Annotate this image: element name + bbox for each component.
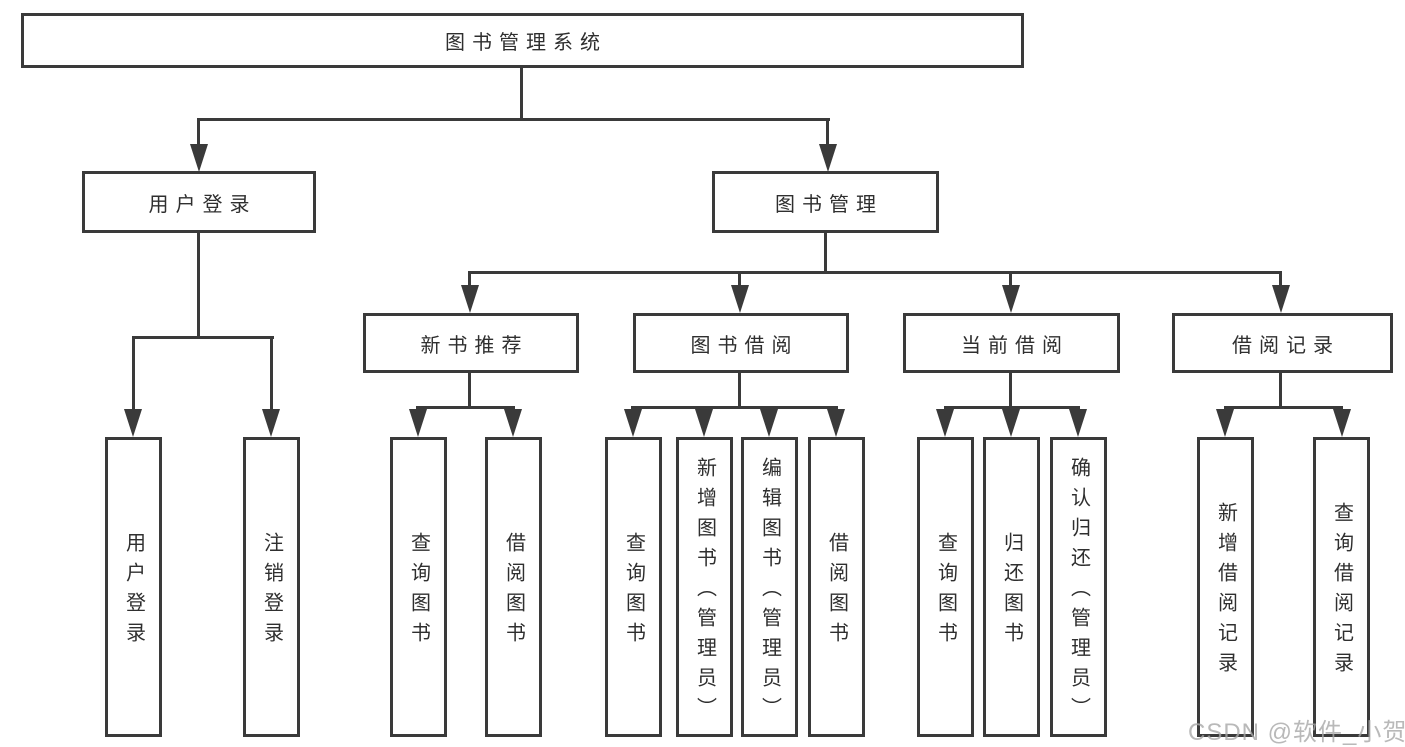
connector-line — [738, 371, 741, 409]
connector-line — [416, 406, 515, 409]
node-label: 当前借阅 — [961, 334, 1069, 357]
node-label: 图书管理系统 — [445, 32, 607, 54]
arrow-down-icon — [827, 409, 845, 437]
arrow-down-icon — [409, 409, 427, 437]
node-label: 新增借阅记录 — [1214, 502, 1237, 682]
arrow-down-icon — [695, 409, 713, 437]
node-label: 用户登录 — [148, 193, 257, 216]
node-label: 借阅图书 — [825, 532, 848, 652]
connector-line — [738, 271, 741, 287]
connector-line — [520, 66, 523, 121]
arrow-down-icon — [124, 409, 142, 437]
node-borrowing-records: 借阅记录 — [1172, 313, 1393, 373]
arrow-down-icon — [731, 285, 749, 313]
arrow-down-icon — [1002, 285, 1020, 313]
connector-line — [824, 231, 827, 274]
node-book-borrowing: 图书借阅 — [633, 313, 849, 373]
arrow-down-icon — [760, 409, 778, 437]
node-label: 图书借阅 — [690, 334, 799, 357]
node-logout: 注销登录 — [243, 437, 300, 737]
node-label: 图书管理 — [775, 193, 883, 216]
node-query-books-recommend: 查询图书 — [390, 437, 447, 737]
node-edit-books-admin: 编辑图书（管理员） — [741, 437, 798, 737]
node-label: 借阅图书 — [502, 532, 525, 652]
node-query-books-borrowing: 查询图书 — [605, 437, 662, 737]
node-confirm-return-admin: 确认归还（管理员） — [1050, 437, 1107, 737]
arrow-down-icon — [1333, 409, 1351, 437]
node-borrow-books: 借阅图书 — [808, 437, 865, 737]
node-new-book-recommendation: 新书推荐 — [363, 313, 579, 373]
arrow-down-icon — [1216, 409, 1234, 437]
arrow-down-icon — [1272, 285, 1290, 313]
node-label: 新增图书（管理员） — [693, 457, 716, 727]
connector-line — [1009, 271, 1012, 287]
node-label: 查询图书 — [934, 532, 957, 652]
connector-line — [132, 336, 135, 411]
node-label: 用户登录 — [122, 532, 145, 652]
arrow-down-icon — [1002, 409, 1020, 437]
node-label: 注销登录 — [260, 532, 283, 652]
connector-line — [631, 406, 838, 409]
node-book-management: 图书管理 — [712, 171, 939, 233]
connector-line — [1224, 406, 1343, 409]
node-return-books: 归还图书 — [983, 437, 1040, 737]
node-label: 查询图书 — [622, 532, 645, 652]
connector-line — [468, 271, 471, 287]
node-label: 查询借阅记录 — [1330, 502, 1353, 682]
node-borrow-books-recommend: 借阅图书 — [485, 437, 542, 737]
arrow-down-icon — [461, 285, 479, 313]
node-user-login: 用户登录 — [82, 171, 316, 233]
connector-line — [197, 118, 200, 146]
arrow-down-icon — [190, 144, 208, 172]
node-label: 归还图书 — [1000, 532, 1023, 652]
arrow-down-icon — [624, 409, 642, 437]
node-query-borrow-record: 查询借阅记录 — [1313, 437, 1370, 737]
connector-line — [1009, 371, 1012, 409]
connector-line — [468, 271, 1282, 274]
node-label: 新书推荐 — [420, 334, 529, 357]
connector-line — [826, 118, 829, 146]
connector-line — [270, 336, 273, 411]
connector-line — [197, 231, 200, 339]
connector-line — [1279, 371, 1282, 409]
node-query-books-current: 查询图书 — [917, 437, 974, 737]
node-label: 借阅记录 — [1232, 334, 1340, 357]
arrow-down-icon — [1069, 409, 1087, 437]
node-library-management-system: 图书管理系统 — [21, 13, 1024, 68]
node-label: 编辑图书（管理员） — [758, 457, 781, 727]
arrow-down-icon — [819, 144, 837, 172]
node-add-borrow-record: 新增借阅记录 — [1197, 437, 1254, 737]
connector-line — [944, 406, 1080, 409]
node-user-login-leaf: 用户登录 — [105, 437, 162, 737]
csdn-watermark: CSDN @软件_小贺同学 — [1188, 719, 1405, 746]
node-label: 确认归还（管理员） — [1067, 457, 1090, 727]
arrow-down-icon — [262, 409, 280, 437]
arrow-down-icon — [936, 409, 954, 437]
connector-line — [132, 336, 274, 339]
connector-line — [468, 371, 471, 409]
arrow-down-icon — [504, 409, 522, 437]
node-current-borrowing: 当前借阅 — [903, 313, 1120, 373]
node-add-books-admin: 新增图书（管理员） — [676, 437, 733, 737]
connector-line — [1279, 271, 1282, 287]
node-label: 查询图书 — [407, 532, 430, 652]
connector-line — [197, 118, 830, 121]
